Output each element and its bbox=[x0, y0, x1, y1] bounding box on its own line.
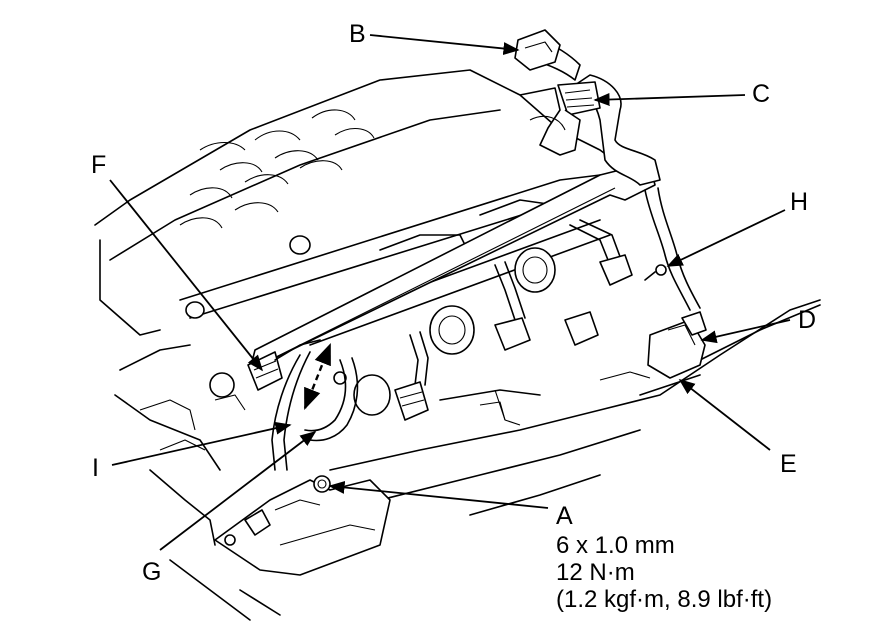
torque-spec: 6 x 1.0 mm 12 N·m (1.2 kgf·m, 8.9 lbf·ft… bbox=[556, 532, 773, 614]
leader-G bbox=[159, 431, 317, 551]
label-f: F bbox=[91, 151, 107, 179]
leader-I bbox=[111, 421, 292, 466]
leader-E bbox=[678, 379, 771, 451]
leader-lines bbox=[109, 34, 791, 551]
leader-B bbox=[369, 34, 520, 55]
wire-harness bbox=[214, 29, 707, 576]
leader-A bbox=[328, 481, 549, 509]
label-a: A bbox=[556, 502, 573, 530]
label-e: E bbox=[780, 450, 797, 478]
label-i: I bbox=[92, 454, 99, 482]
label-b: B bbox=[349, 20, 366, 48]
leader-F bbox=[109, 179, 264, 372]
label-c: C bbox=[752, 80, 771, 108]
torque-alt-units: (1.2 kgf·m, 8.9 lbf·ft) bbox=[556, 585, 773, 613]
leader-D bbox=[700, 319, 791, 344]
leader-C bbox=[593, 93, 746, 106]
cylinder-head-outline bbox=[94, 69, 821, 621]
label-d: D bbox=[798, 306, 817, 334]
torque-value: 12 N·m bbox=[556, 558, 635, 586]
label-g: G bbox=[142, 558, 162, 586]
leader-H bbox=[666, 209, 786, 267]
label-h: H bbox=[790, 188, 809, 216]
bolt-size: 6 x 1.0 mm bbox=[556, 532, 675, 559]
